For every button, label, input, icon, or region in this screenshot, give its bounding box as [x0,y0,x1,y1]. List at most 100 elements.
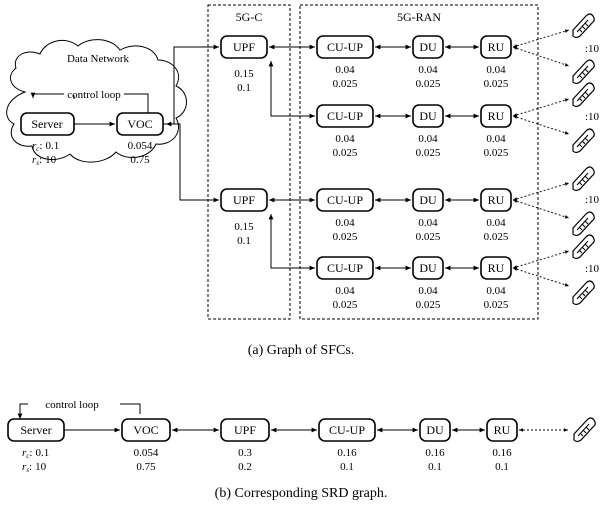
ru-v2: 0.025 [484,78,509,90]
cu-up-v2: 0.025 [333,231,358,243]
cu-up-label: CU-UP [327,109,363,123]
cu-up-v1: 0.04 [335,285,355,297]
upf-label-a1: UPF [233,40,255,54]
user-phone-icon [572,59,595,85]
user-phone-icon [572,128,595,154]
voc-v1-a: 0.054 [128,140,153,152]
upf-v2-a1: 0.1 [237,82,251,94]
data-network-title: Data Network [67,53,130,65]
upf-node-a1 [220,35,268,59]
edge-ru-user-bottom [512,115,570,135]
cu-up-node [316,188,374,212]
control-loop-label-b: control loop [45,399,99,411]
cu-up-label: CU-UP [327,193,363,207]
du-node [412,104,444,128]
server-rc-b: rc:0.1 [22,447,49,460]
du-label: DU [419,261,437,275]
cu-up-node [316,35,374,59]
upf-label-b: UPF [234,423,256,437]
ru-v1: 0.04 [486,217,506,229]
voc-node-b [121,418,171,442]
user-phone-icon [572,82,595,108]
ran-row-3: CU-UP 0.04 0.025 DU 0.04 0.025 RU 0.04 0… [316,166,600,243]
server-label-b: Server [20,423,51,437]
caption-a: (a) Graph of SFCs. [248,343,355,358]
du-v1: 0.04 [418,64,438,76]
du-v2: 0.025 [416,78,441,90]
edge-ru-user-bottom [512,199,570,219]
cu-up-node [316,256,374,280]
edge-voc-upf2 [174,123,219,203]
user-phone-icon [573,417,596,443]
du-node [412,256,444,280]
server-rs-a: rs:10 [32,154,57,167]
cu-up-v2: 0.025 [333,78,358,90]
user-phone-icon [572,166,595,192]
upf-v2-a2: 0.1 [237,235,251,247]
voc-v2-a: 0.75 [130,154,150,166]
edge-ru-user-top [512,182,570,201]
cu-up-label: CU-UP [327,261,363,275]
ru-label: RU [488,193,505,207]
ru-v2-b: 0.1 [495,461,509,473]
ru-v2: 0.025 [484,147,509,159]
edge-voc-upf1 [166,44,219,127]
upf-v1-a1: 0.15 [234,68,254,80]
ru-v1: 0.04 [486,64,506,76]
ru-v1-b: 0.16 [492,447,512,459]
du-node [412,188,444,212]
cu-up-v1: 0.04 [335,64,355,76]
cu-up-v2: 0.025 [333,299,358,311]
core-region [207,4,291,320]
ru-v2: 0.025 [484,231,509,243]
ru-node [480,256,512,280]
user-count: :10 [585,194,600,206]
core-region-title: 5G-C [236,10,263,24]
user-count: :10 [585,263,600,275]
user-count: :10 [585,111,600,123]
cu-up-label: CU-UP [327,40,363,54]
user-phone-icon [572,13,595,39]
du-v2: 0.025 [416,231,441,243]
upf-v1-a2: 0.15 [234,221,254,233]
du-v2-b: 0.1 [428,461,442,473]
voc-label-a: VOC [127,117,152,131]
cu-up-v2: 0.025 [333,147,358,159]
ru-label: RU [488,40,505,54]
ru-node-b [486,418,518,442]
ran-row-4: CU-UP 0.04 0.025 DU 0.04 0.025 RU 0.04 0… [316,234,600,311]
upf-node-b [220,418,270,442]
ru-v1: 0.04 [486,133,506,145]
du-label: DU [419,193,437,207]
edge-upf2-cu4 [268,214,315,271]
du-v1: 0.04 [418,217,438,229]
cu-up-v1: 0.04 [335,217,355,229]
ran-region [299,4,539,320]
ran-row-2: CU-UP 0.04 0.025 DU 0.04 0.025 RU 0.04 0… [316,82,600,159]
cu-up-v2-b: 0.1 [340,461,354,473]
du-label: DU [419,40,437,54]
voc-v1-b: 0.054 [134,447,159,459]
ran-row-1: CU-UP 0.04 0.025 DU 0.04 0.025 RU 0.04 0… [316,13,600,90]
ru-label: RU [488,261,505,275]
user-phone-icon [572,211,595,237]
server-label-a: Server [31,117,62,131]
cu-up-v1: 0.04 [335,133,355,145]
du-v1: 0.04 [418,285,438,297]
upf-v1-b: 0.3 [238,447,252,459]
du-label-b: DU [426,423,444,437]
ru-node [480,35,512,59]
du-v1-b: 0.16 [425,447,445,459]
ru-label-b: RU [494,423,511,437]
edge-ru-user-top [512,98,570,117]
du-v1: 0.04 [418,133,438,145]
ru-v1: 0.04 [486,285,506,297]
upf-node-a2 [220,188,268,212]
ru-node [480,188,512,212]
caption-b: (b) Corresponding SRD graph. [215,486,388,501]
edge-ru-user-bottom [512,267,570,287]
user-phone-icon [572,280,595,306]
edge-ru-user-bottom [512,46,570,67]
ru-label: RU [488,109,505,123]
